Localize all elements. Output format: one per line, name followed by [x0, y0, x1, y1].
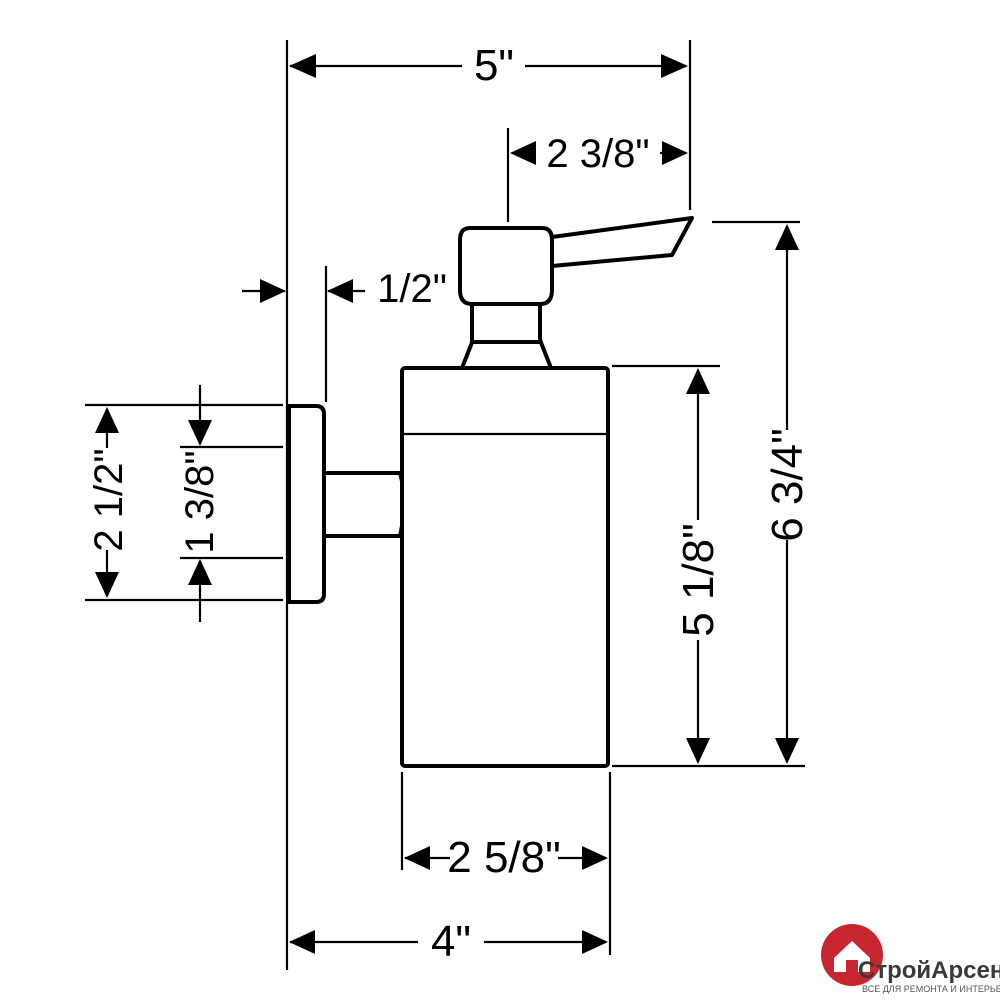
mounting-arm — [322, 471, 406, 538]
extension-lines — [85, 40, 805, 970]
house-icon — [834, 941, 870, 972]
logo-name: СтройАрсенал — [858, 957, 1000, 984]
dispenser-outline — [287, 216, 694, 768]
wall-flange — [287, 404, 326, 604]
dim-projection: 4" — [431, 917, 471, 966]
dimension-labels: 5" 2 3/8" 1/2" 2 1/2" 1 3/8" 5 1/8" 6 3/… — [87, 41, 812, 966]
container-body — [400, 366, 610, 768]
dim-arm-height: 1 3/8" — [178, 450, 222, 553]
dim-wall-gap: 1/2" — [377, 267, 447, 311]
dim-spout-reach: 2 3/8" — [546, 132, 649, 176]
pump-head — [458, 226, 554, 306]
dim-overall-width: 5" — [474, 41, 514, 90]
logo-tagline: ВСЕ ДЛЯ РЕМОНТА И ИНТЕРЬЕРА — [862, 984, 1000, 994]
dim-flange-height: 2 1/2" — [87, 448, 131, 551]
dim-body-width: 2 5/8" — [447, 833, 560, 882]
dim-overall-height: 6 3/4" — [763, 428, 812, 541]
dimension-lines — [95, 54, 799, 954]
brand-logo: СтройАрсенал ВСЕ ДЛЯ РЕМОНТА И ИНТЕРЬЕРА — [821, 924, 1000, 994]
dim-body-height: 5 1/8" — [674, 523, 723, 636]
pump-spout — [550, 216, 694, 268]
pump-collar — [470, 302, 542, 344]
pump-neck — [460, 338, 553, 370]
